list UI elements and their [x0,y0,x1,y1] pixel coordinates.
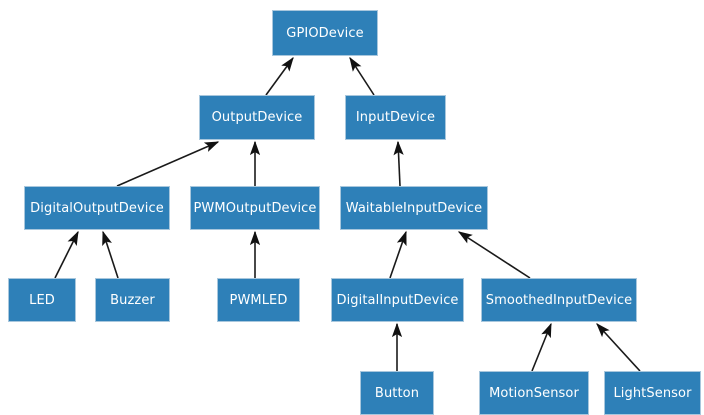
class-node-label: WaitableInputDevice [345,200,483,216]
class-node-label: DigitalOutputDevice [30,200,164,216]
class-node-buzzer[interactable]: Buzzer [95,278,170,322]
class-node-label: DigitalInputDevice [336,292,459,308]
class-node-label: PWMOutputDevice [193,200,317,216]
class-node-smoothedinputdevice[interactable]: SmoothedInputDevice [481,278,637,322]
class-node-label: Button [374,385,420,401]
class-node-label: GPIODevice [286,25,364,41]
inheritance-arrow-outputdevice-to-gpiodevice [265,56,294,96]
inheritance-arrow-motionsensor-to-smoothedinputdevice [531,322,552,372]
class-node-label: Buzzer [110,292,155,308]
class-node-label: LightSensor [613,385,692,401]
class-node-digitaloutputdevice[interactable]: DigitalOutputDevice [24,186,170,230]
class-node-label: OutputDevice [211,110,303,125]
class-node-label: MotionSensor [489,385,579,401]
inheritance-arrow-waitableinputdevice-to-inputdevice [393,140,404,187]
class-node-label: PWMLED [229,292,288,308]
class-node-label: InputDevice [355,110,436,125]
class-node-digitalinputdevice[interactable]: DigitalInputDevice [331,278,464,322]
inheritance-arrow-digitaloutputdevice-to-outputdevice [116,141,220,187]
class-node-motionsensor[interactable]: MotionSensor [479,371,589,415]
inheritance-arrow-smoothedinputdevice-to-waitableinputdevice [457,231,531,279]
class-node-label: SmoothedInputDevice [485,292,633,308]
inheritance-arrow-lightsensor-to-smoothedinputdevice [596,323,641,372]
class-node-label: LED [29,292,55,308]
class-node-pwmoutputdevice[interactable]: PWMOutputDevice [190,186,320,230]
inheritance-arrow-inputdevice-to-gpiodevice [349,56,375,96]
inheritance-arrow-led-to-digitaloutputdevice [54,230,79,279]
class-node-pwmled[interactable]: PWMLED [217,278,300,322]
class-node-button[interactable]: Button [360,371,434,415]
class-node-waitableinputdevice[interactable]: WaitableInputDevice [340,186,488,230]
inheritance-arrow-digitalinputdevice-to-waitableinputdevice [389,230,407,279]
class-node-lightsensor[interactable]: LightSensor [604,371,701,415]
class-node-gpiodevice[interactable]: GPIODevice [272,10,378,56]
class-node-led[interactable]: LED [8,278,76,322]
inheritance-arrow-buzzer-to-digitaloutputdevice [102,230,119,279]
class-node-outputdevice[interactable]: OutputDevice [199,95,315,140]
class-node-inputdevice[interactable]: InputDevice [345,95,446,140]
